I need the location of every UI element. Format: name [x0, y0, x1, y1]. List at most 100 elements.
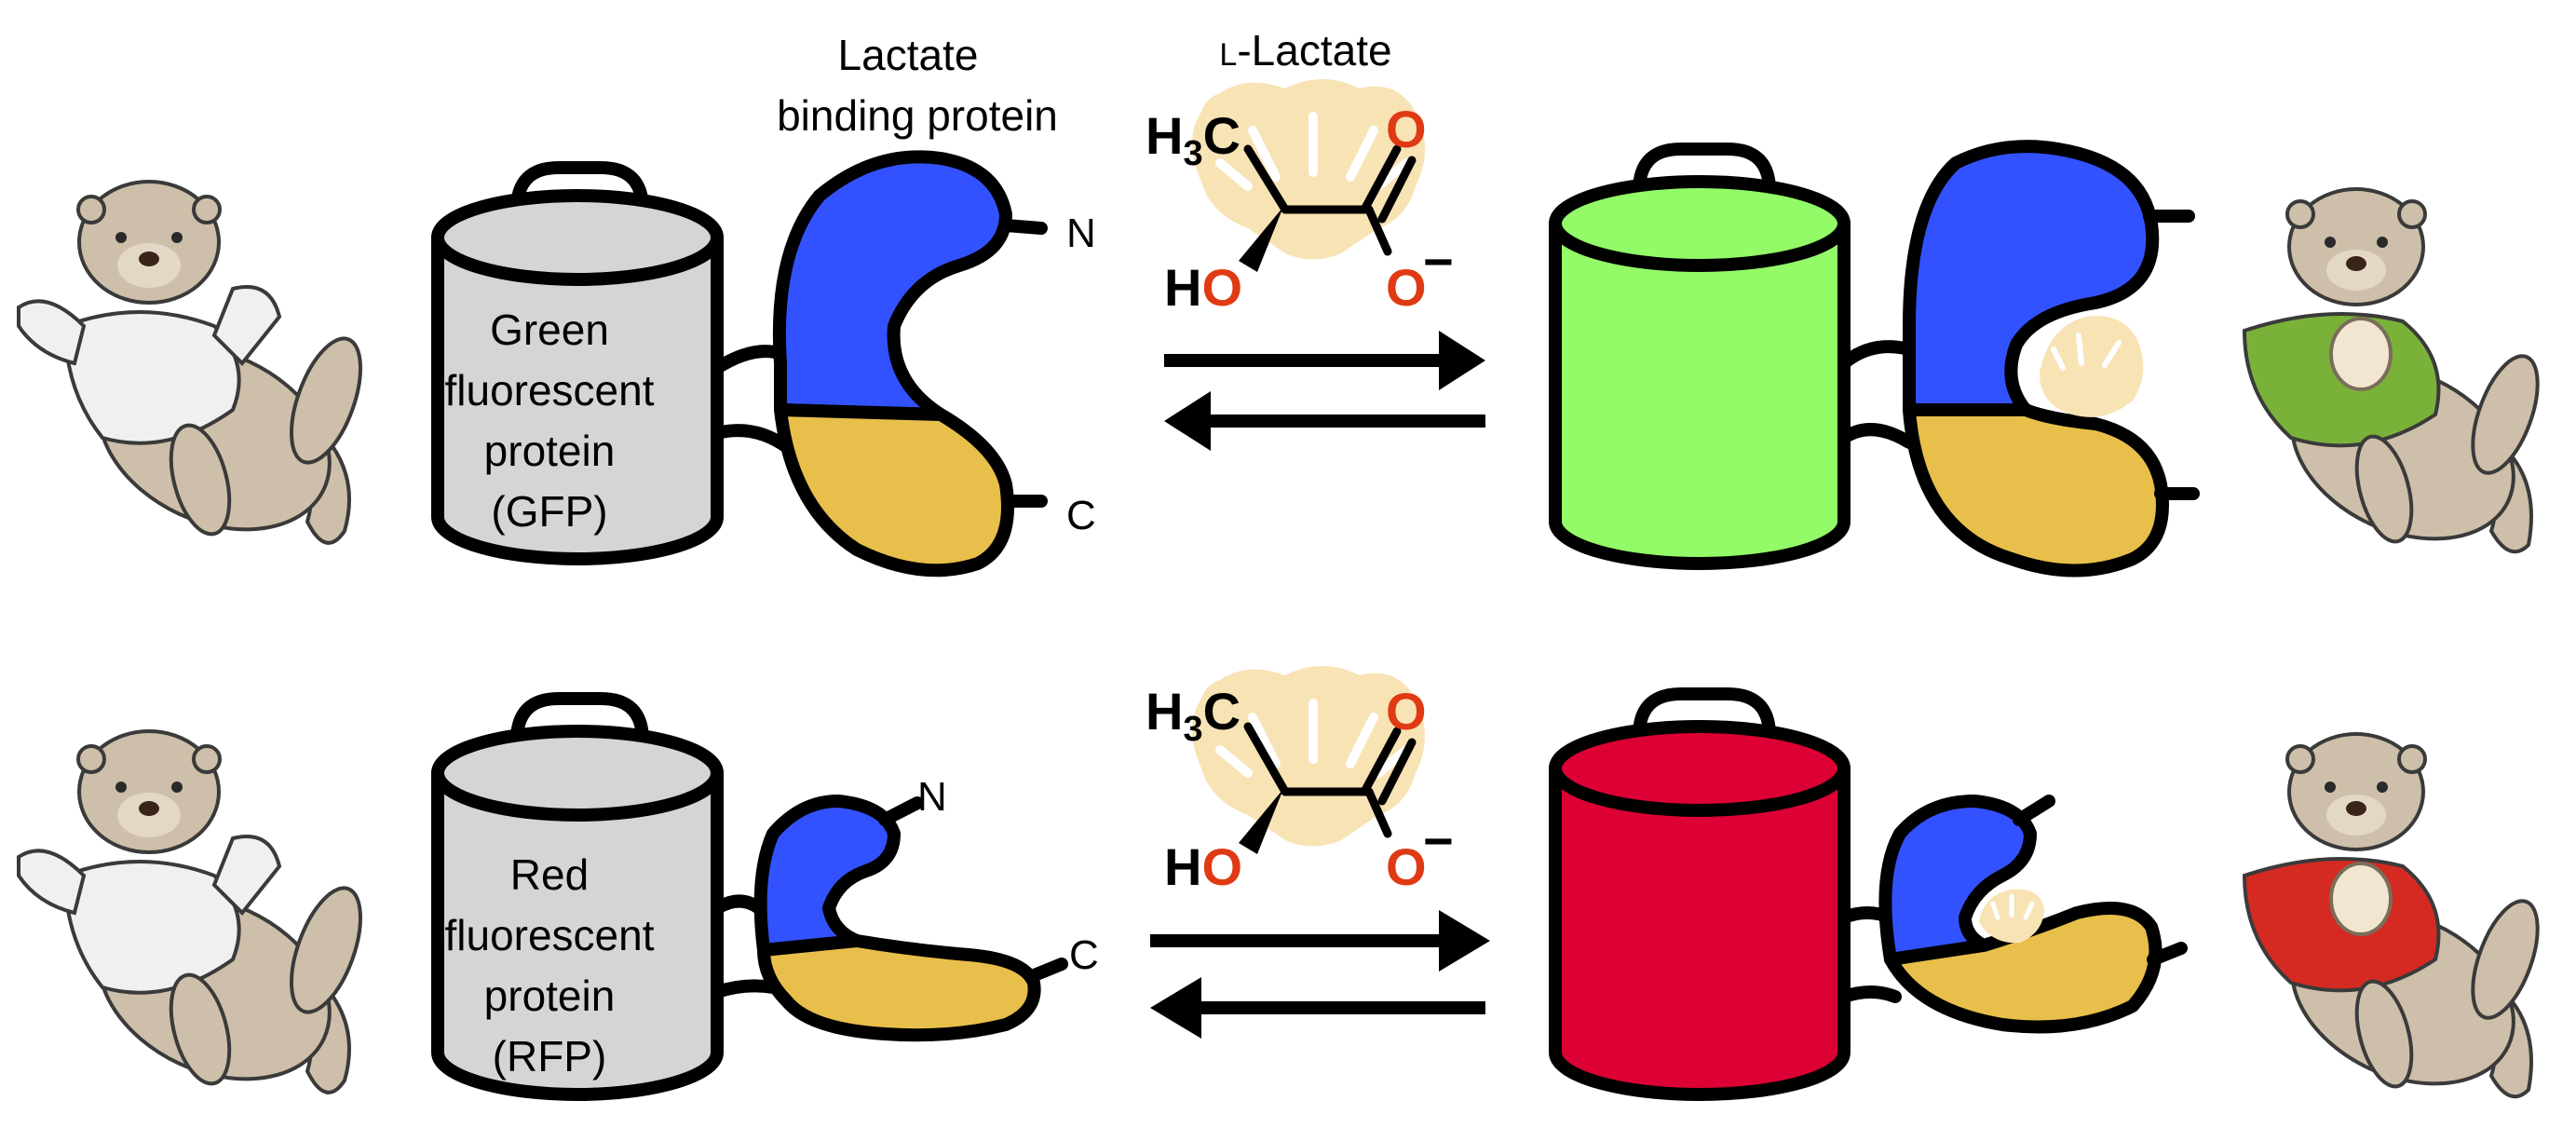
fp-label-line3: protein: [484, 972, 616, 1020]
otter-eye-left: [2325, 237, 2336, 248]
ho-o: O: [1201, 837, 1242, 896]
otter-held-shell: [2329, 317, 2393, 391]
carboxylate-o: O: [1386, 258, 1427, 317]
shell-rib-1: [1215, 745, 1253, 778]
barrel-top: [431, 725, 724, 822]
equilibrium-arrows: [1164, 331, 1485, 451]
n-domain: [753, 795, 901, 957]
binding-protein-open: N C: [772, 150, 1096, 578]
carbonyl-o: O: [1386, 682, 1427, 741]
n-terminal-stub: [878, 796, 924, 826]
shell-rib-4: [1346, 713, 1378, 768]
otter-foot-left: [169, 972, 232, 1086]
c-terminal-label: C: [1066, 493, 1096, 538]
ho-label: HO: [1164, 258, 1242, 317]
ch3-c: C: [1203, 682, 1241, 741]
lactate-molecule: H3C O HO O −: [1146, 79, 1454, 317]
otter-eye-left: [115, 232, 127, 243]
bound-shell-rib: [2051, 333, 2122, 371]
otter-sweater: [62, 860, 241, 995]
otter-white-sweater-bottom: [17, 729, 362, 1094]
forward-arrow: [1150, 910, 1490, 972]
bond-c-o-double-2: [1377, 156, 1417, 224]
ho-h: H: [1164, 837, 1201, 896]
otter-nose: [139, 801, 159, 816]
linker-top: [1837, 340, 1916, 370]
fp-label-line4: (RFP): [493, 1032, 607, 1080]
otter-foot-right: [290, 886, 362, 1014]
n-domain: [1903, 140, 2160, 416]
bound-shell-rib: [1990, 893, 2035, 920]
fp-label-line3: protein: [484, 427, 616, 475]
otter-eye-right: [171, 232, 183, 243]
binding-protein-open: N C: [753, 774, 1099, 1042]
binding-protein-closed: [1878, 795, 2188, 1034]
gfp-barrel-bright: [1549, 143, 1851, 570]
equilibrium-arrows: [1150, 910, 1490, 1039]
otter-head: [77, 180, 221, 305]
rfp-barrel-dark: Red fluorescent protein (RFP): [431, 692, 724, 1101]
bond-ch3-c: [1243, 722, 1290, 796]
c-domain: [757, 934, 1041, 1042]
wedge-bond-oh: [1239, 789, 1283, 854]
otter-ear-right: [192, 195, 222, 224]
shell-rib-2: [1248, 126, 1281, 182]
fp-label-line1: Red: [510, 850, 589, 899]
ch3-h: H: [1146, 106, 1183, 165]
ho-o: O: [1201, 258, 1242, 317]
otter-ear-left: [2285, 199, 2315, 229]
n-terminal-stub: [2013, 795, 2055, 826]
binding-protein-label-line1: Lactate: [838, 31, 979, 79]
otter-ear-left: [2285, 744, 2315, 774]
carboxylate-charge: −: [1423, 811, 1454, 870]
reverse-arrow: [1150, 977, 1485, 1039]
linker-top: [711, 345, 789, 374]
otter-arm-right: [211, 285, 282, 366]
otter-ear-right: [2397, 744, 2427, 774]
row-gfp: Green fluorescent protein (GFP) N C H3C: [17, 79, 2540, 578]
reverse-arrow: [1164, 391, 1485, 451]
barrel-body: [1549, 762, 1851, 1101]
bond-ch3-c: [1243, 144, 1290, 214]
fp-label-line1: Green: [490, 306, 609, 354]
otter-nose: [2346, 801, 2366, 816]
forward-arrow: [1164, 331, 1485, 390]
otter-eye-right: [171, 781, 183, 793]
bond-c-o-minus: [1364, 205, 1392, 256]
linker-bottom: [1837, 985, 1902, 1003]
barrel-body: [431, 767, 724, 1101]
carboxylate-charge: −: [1423, 232, 1454, 291]
fp-label-line2: fluorescent: [444, 366, 654, 415]
otter-eye-left: [115, 781, 127, 793]
otter-sweater: [62, 310, 241, 445]
shell-rib-1: [1215, 158, 1253, 191]
otter-arm-left: [17, 299, 87, 366]
barrel-top: [1549, 175, 1851, 272]
rfp-barrel-bright: [1549, 687, 1851, 1101]
ho-h: H: [1164, 258, 1201, 317]
ch3-h: H: [1146, 682, 1183, 741]
lactate-molecule: H3C O HO O −: [1146, 666, 1454, 896]
bond-c-o-double-2: [1377, 738, 1417, 806]
linker-bottom: [711, 979, 780, 999]
linker-top: [711, 894, 766, 915]
c-terminal-stub: [2147, 942, 2188, 966]
barrel-body: [431, 231, 724, 565]
ch3-label: H3C: [1146, 106, 1241, 173]
barrel-handle: [510, 161, 649, 253]
barrel-handle: [1633, 687, 1776, 780]
barrel-top: [431, 189, 724, 286]
fp-label-line2: fluorescent: [444, 911, 654, 959]
ligand-label-smallcap: L: [1219, 37, 1237, 73]
otter-white-sweater-top: [17, 180, 362, 545]
otter-eye-right: [2377, 781, 2388, 793]
otter-foot-right: [2471, 899, 2540, 1020]
binding-protein-closed: [1903, 140, 2200, 578]
otter-foot-right: [2471, 354, 2540, 475]
otter-arm-left: [17, 849, 87, 916]
otter-head: [77, 729, 221, 854]
ligand-label-rest: -Lactate: [1237, 26, 1391, 75]
c-domain: [774, 403, 1014, 578]
c-domain: [1903, 403, 2169, 578]
shell-rib-4: [1346, 126, 1378, 182]
